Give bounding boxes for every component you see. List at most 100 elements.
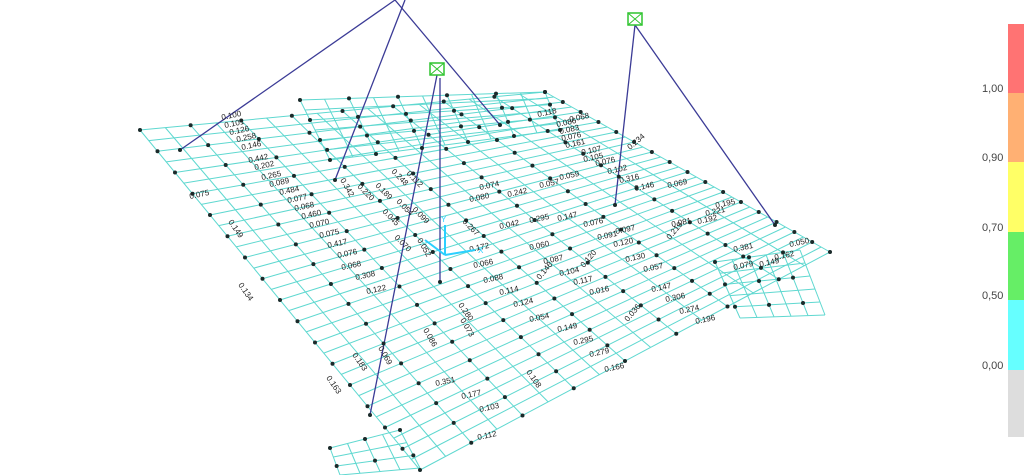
node[interactable] xyxy=(379,266,384,270)
node[interactable] xyxy=(550,232,555,237)
node[interactable] xyxy=(623,359,627,363)
node[interactable] xyxy=(138,128,142,132)
cable-line[interactable] xyxy=(179,0,396,151)
node[interactable] xyxy=(674,331,679,336)
node[interactable] xyxy=(298,98,302,102)
node[interactable] xyxy=(510,106,515,111)
node[interactable] xyxy=(291,173,296,178)
node[interactable] xyxy=(365,133,369,138)
node[interactable] xyxy=(723,282,727,287)
node[interactable] xyxy=(464,218,469,223)
node[interactable] xyxy=(363,437,367,441)
cable-line[interactable] xyxy=(634,24,776,226)
node[interactable] xyxy=(485,376,490,381)
node[interactable] xyxy=(450,339,455,344)
node[interactable] xyxy=(554,369,559,374)
node[interactable] xyxy=(328,446,332,450)
node[interactable] xyxy=(571,386,576,391)
node[interactable] xyxy=(448,267,453,272)
node[interactable] xyxy=(773,223,777,227)
pinned-support-icon[interactable] xyxy=(429,62,445,76)
node[interactable] xyxy=(585,260,590,265)
node[interactable] xyxy=(548,102,552,107)
node[interactable] xyxy=(208,213,212,217)
node[interactable] xyxy=(498,123,502,127)
node[interactable] xyxy=(581,151,586,156)
node[interactable] xyxy=(256,136,261,141)
node[interactable] xyxy=(293,242,298,247)
node[interactable] xyxy=(494,137,499,142)
node[interactable] xyxy=(375,140,380,145)
node[interactable] xyxy=(685,170,690,174)
node[interactable] xyxy=(616,174,621,179)
node[interactable] xyxy=(155,149,160,154)
node[interactable] xyxy=(428,187,433,192)
node[interactable] xyxy=(362,247,367,252)
node[interactable] xyxy=(560,100,565,104)
node[interactable] xyxy=(649,150,654,154)
node[interactable] xyxy=(705,231,710,236)
node[interactable] xyxy=(364,321,369,326)
node[interactable] xyxy=(601,214,606,219)
node[interactable] xyxy=(328,158,332,162)
node[interactable] xyxy=(188,123,193,128)
node[interactable] xyxy=(274,155,279,160)
node[interactable] xyxy=(518,335,523,340)
node[interactable] xyxy=(512,134,516,138)
node[interactable] xyxy=(703,180,708,184)
node[interactable] xyxy=(667,160,672,164)
node[interactable] xyxy=(721,190,726,194)
node[interactable] xyxy=(307,130,312,135)
node[interactable] xyxy=(530,163,535,168)
node[interactable] xyxy=(570,312,575,317)
node[interactable] xyxy=(446,202,451,207)
node[interactable] xyxy=(512,150,517,155)
node[interactable] xyxy=(404,111,408,116)
node[interactable] xyxy=(260,276,265,281)
node[interactable] xyxy=(774,220,779,224)
node[interactable] xyxy=(469,440,474,445)
node[interactable] xyxy=(619,227,624,232)
node[interactable] xyxy=(393,155,398,160)
node[interactable] xyxy=(565,189,570,194)
node[interactable] xyxy=(791,275,795,280)
node[interactable] xyxy=(459,112,464,117)
node[interactable] xyxy=(552,296,557,301)
node[interactable] xyxy=(360,181,365,186)
node[interactable] xyxy=(517,265,522,270)
node[interactable] xyxy=(632,140,637,144)
node[interactable] xyxy=(532,218,537,222)
node[interactable] xyxy=(492,94,497,99)
node[interactable] xyxy=(466,140,470,144)
node[interactable] xyxy=(206,143,211,148)
node[interactable] xyxy=(636,240,641,245)
node[interactable] xyxy=(420,146,424,150)
node[interactable] xyxy=(583,202,588,206)
node[interactable] xyxy=(276,222,281,227)
node[interactable] xyxy=(342,164,347,169)
node[interactable] xyxy=(467,358,472,363)
node[interactable] xyxy=(527,117,532,122)
node[interactable] xyxy=(295,319,300,324)
node[interactable] xyxy=(381,341,386,346)
node[interactable] xyxy=(373,458,377,463)
node[interactable] xyxy=(397,284,402,289)
node[interactable] xyxy=(501,318,506,323)
node[interactable] xyxy=(494,91,498,96)
node[interactable] xyxy=(344,229,349,234)
cable-line[interactable] xyxy=(369,74,438,416)
node[interactable] xyxy=(563,140,568,145)
node[interactable] xyxy=(358,124,363,129)
node[interactable] xyxy=(459,124,463,129)
node[interactable] xyxy=(308,118,312,122)
node[interactable] xyxy=(543,90,547,94)
node[interactable] xyxy=(713,260,717,264)
node[interactable] xyxy=(413,232,418,237)
node[interactable] xyxy=(426,132,431,137)
node[interactable] xyxy=(596,120,601,124)
node[interactable] xyxy=(348,383,352,387)
node[interactable] xyxy=(558,128,562,132)
node[interactable] xyxy=(223,162,228,167)
node[interactable] xyxy=(553,115,557,120)
node[interactable] xyxy=(481,234,486,238)
